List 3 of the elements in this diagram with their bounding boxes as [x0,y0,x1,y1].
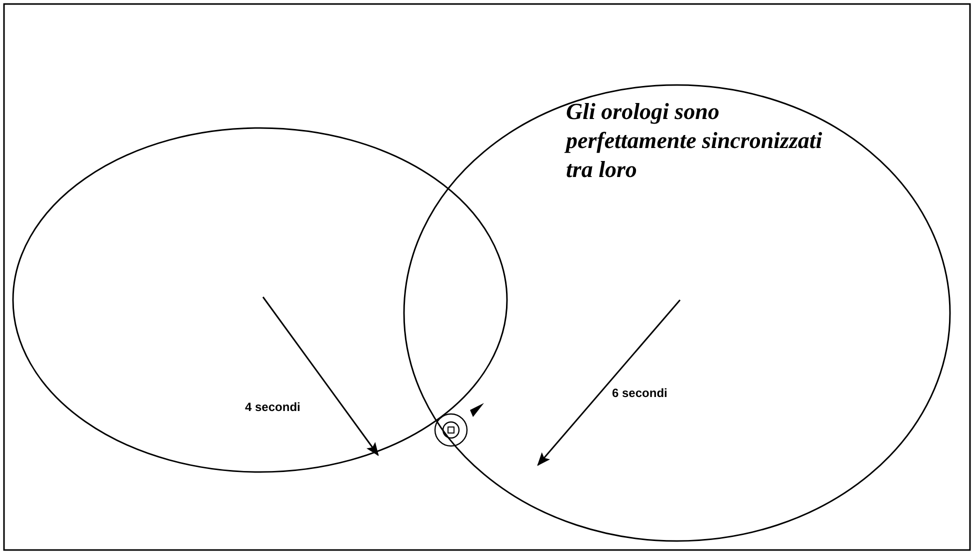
note-text: Gli orologi sono perfettamente sincronizzati tra loro [566,98,824,184]
distance-label: 6 secondi [612,386,668,400]
distance-label: 4 secondi [245,400,300,414]
